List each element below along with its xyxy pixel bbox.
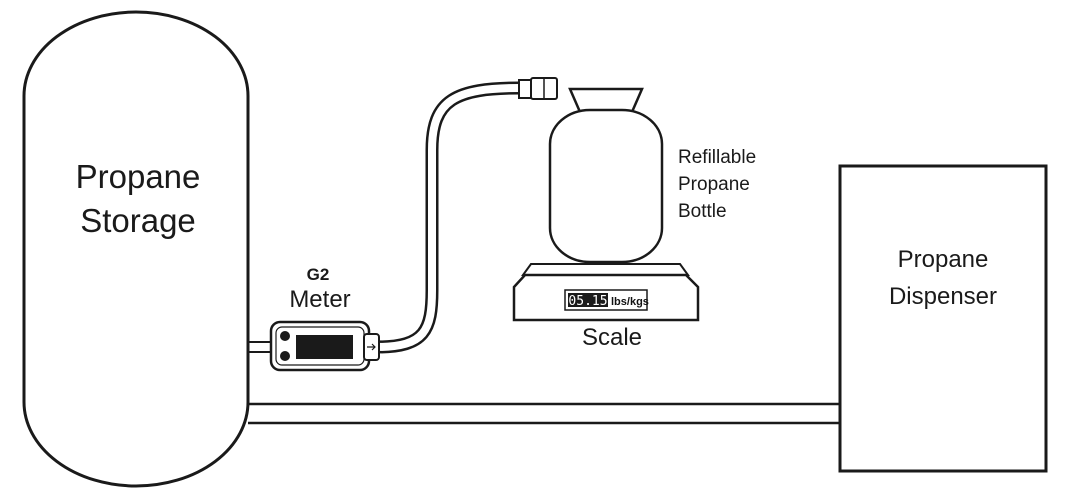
meter-button-top — [280, 331, 290, 341]
meter-button-bottom — [280, 351, 290, 361]
propane-dispenser: Propane Dispenser — [838, 164, 1048, 473]
dispenser-label-line2: Dispenser — [889, 283, 997, 310]
meter-inlet-pipe — [248, 341, 272, 353]
refillable-bottle: Refillable Propane Bottle — [548, 87, 756, 264]
meter-display-screen — [296, 335, 353, 359]
flow-arrow-icon — [367, 343, 376, 351]
bottle-label-line2: Propane — [678, 174, 750, 195]
storage-label-line1: Propane — [76, 158, 201, 195]
scale: 05.15 lbs/kgs Scale — [512, 263, 700, 351]
hose-fitting — [518, 77, 558, 100]
supply-pipe — [248, 402, 840, 425]
fill-hose — [376, 81, 521, 354]
propane-storage-tank: Propane Storage — [22, 10, 250, 488]
scale-label: Scale — [582, 324, 642, 351]
bottle-collar — [568, 87, 644, 114]
meter-label: Meter — [289, 286, 350, 313]
bottle-label-line1: Refillable — [678, 147, 756, 168]
scale-reading: 05.15 — [568, 294, 607, 309]
bottle-label-line3: Bottle — [678, 201, 727, 222]
dispenser-label-line1: Propane — [898, 246, 989, 273]
storage-label-line2: Storage — [80, 202, 196, 239]
meter-model-label: G2 — [307, 265, 330, 284]
scale-display-screen — [568, 293, 608, 307]
scale-platform — [521, 263, 690, 276]
scale-units: lbs/kgs — [611, 296, 649, 308]
g2-meter: G2 Meter — [269, 265, 380, 372]
